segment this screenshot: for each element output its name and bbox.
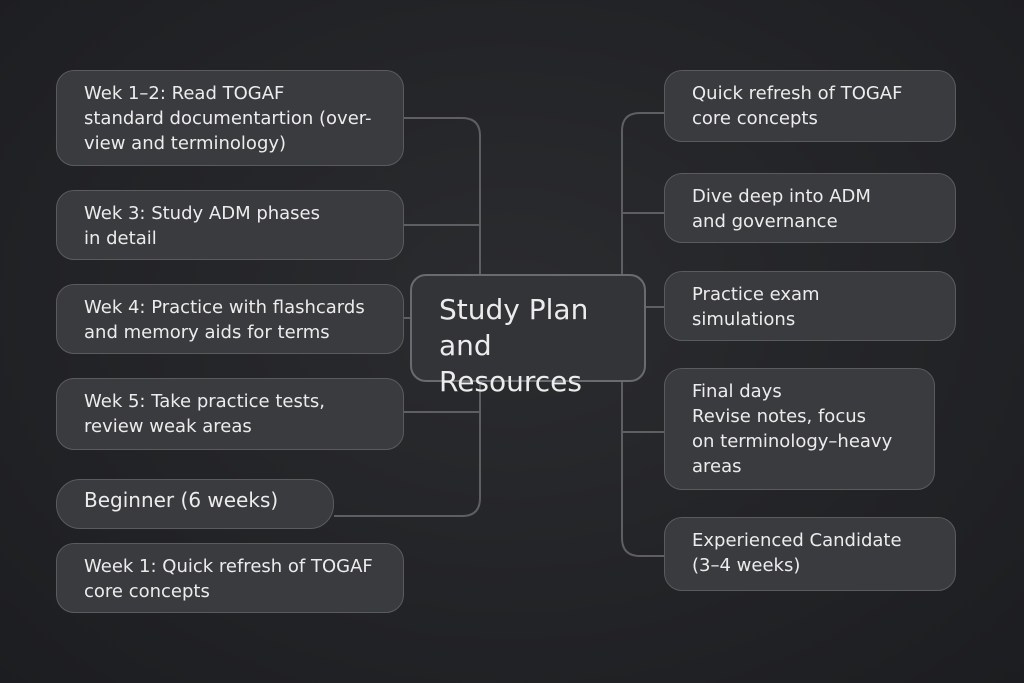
node-week4: Wek 4: Practice with flashcards and memo…	[56, 284, 404, 354]
node-experienced: Experienced Candidate (3–4 weeks)	[664, 517, 956, 591]
node-dive-deep: Dive deep into ADM and governance	[664, 173, 956, 243]
node-beginner: Beginner (6 weeks)	[56, 479, 334, 529]
node-week1: Week 1: Quick refresh of TOGAF core conc…	[56, 543, 404, 613]
node-week3: Wek 3: Study ADM phases in detail	[56, 190, 404, 260]
center-node-title: Study Plan and Resources	[410, 274, 646, 398]
node-week1-2: Wek 1–2: Read TOGAF standard documentart…	[56, 70, 404, 166]
node-practice-exam: Practice exam simulations	[664, 271, 956, 341]
node-final-days: Final days Revise notes, focus on termin…	[664, 368, 935, 490]
node-week5: Wek 5: Take practice tests, review weak …	[56, 378, 404, 450]
node-quick-refresh: Quick refresh of TOGAF core concepts	[664, 70, 956, 142]
